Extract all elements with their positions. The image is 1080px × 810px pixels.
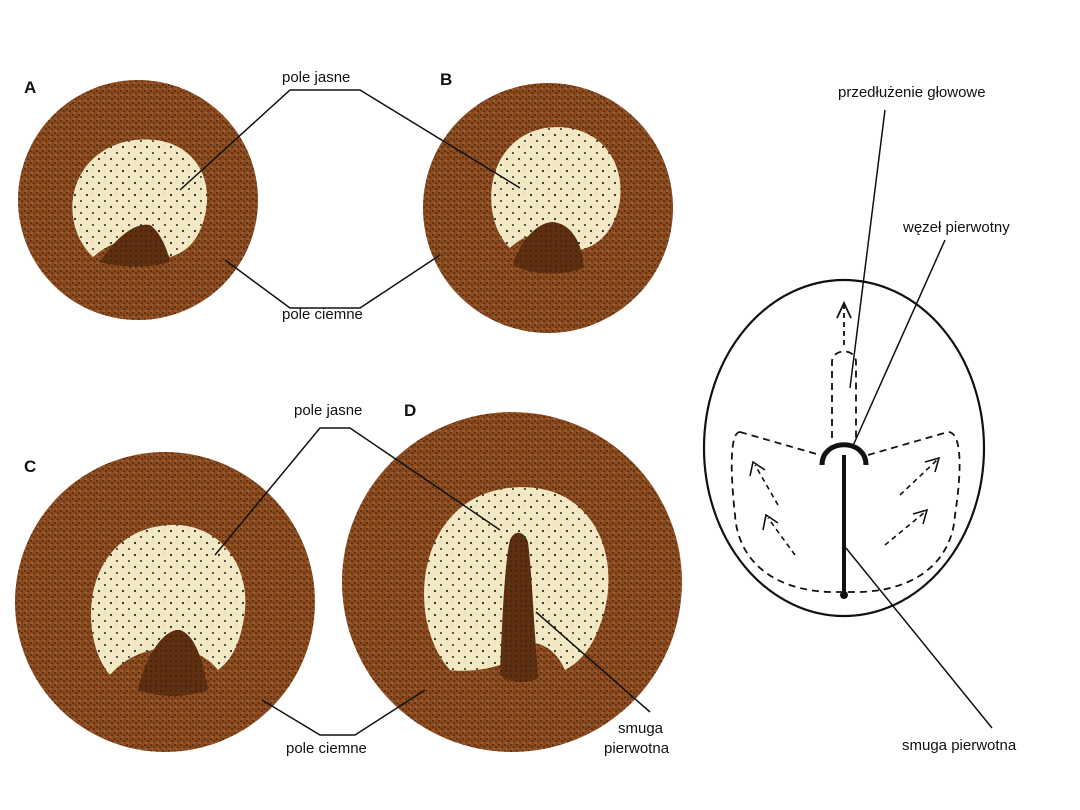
label-smuga-pierwotna-right: smuga pierwotna xyxy=(902,737,1017,754)
label-pole-ciemne-top: pole ciemne xyxy=(282,306,363,323)
schematic-outline xyxy=(702,278,986,618)
leader-przedluzenie xyxy=(849,109,886,389)
label-przedluzenie-glowowe: przedłużenie głowowe xyxy=(838,84,986,101)
leader-lines-top xyxy=(179,89,521,309)
label-smuga-line2: pierwotna xyxy=(604,740,670,757)
leader-wezel xyxy=(851,239,946,449)
light-area xyxy=(72,139,208,257)
streak-end xyxy=(840,591,848,599)
label-smuga-line1: smuga xyxy=(618,720,664,737)
posterior-thickening xyxy=(100,224,170,267)
embryo-panel-b xyxy=(423,83,673,333)
leader-lines-bottom xyxy=(214,427,651,736)
light-area xyxy=(90,524,246,675)
migration-arrows xyxy=(749,456,941,556)
panel-letter-b: B xyxy=(440,70,452,89)
label-pole-jasne-bottom: pole jasne xyxy=(294,402,362,419)
panel-letter-a: A xyxy=(24,78,36,97)
label-pole-ciemne-bottom: pole ciemne xyxy=(286,740,367,757)
posterior-thickening xyxy=(138,629,208,696)
embryo-panel-a xyxy=(18,80,258,320)
mesoderm-wings xyxy=(730,431,961,593)
label-pole-jasne-top: pole jasne xyxy=(282,69,350,86)
primitive-node xyxy=(819,442,869,466)
panel-letter-c: C xyxy=(24,457,36,476)
label-wezel-pierwotny: węzeł pierwotny xyxy=(902,219,1010,236)
leader-smuga-right xyxy=(845,547,993,729)
embryo-panel-d xyxy=(342,412,682,752)
head-process xyxy=(831,350,857,438)
posterior-thickening xyxy=(513,222,584,274)
panel-letter-d: D xyxy=(404,401,416,420)
primitive-streak xyxy=(500,532,538,683)
schematic-embryo xyxy=(702,109,993,729)
light-area xyxy=(491,127,621,250)
head-process-arrowhead xyxy=(836,300,852,319)
embryo-panel-c xyxy=(15,452,315,752)
